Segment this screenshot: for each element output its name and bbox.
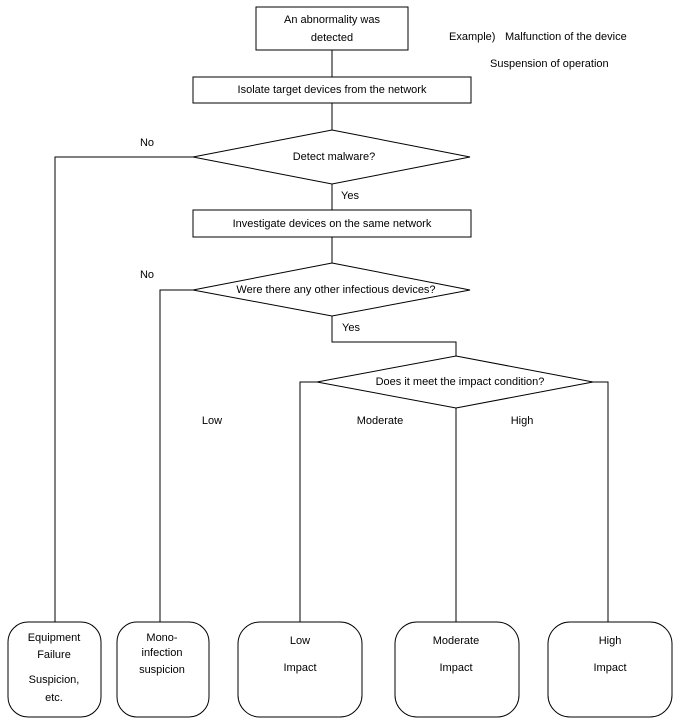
example-item-malfunction: Malfunction of the device	[505, 31, 627, 43]
outcome-high-box	[547, 621, 673, 718]
outcome-equipment-line1: Equipment	[28, 632, 81, 644]
outcome-equipment-line3: Suspicion,	[29, 674, 80, 686]
investigate-box	[192, 209, 472, 238]
outcome-equipment-line4: etc.	[45, 692, 63, 704]
investigate-node: Investigate devices on the same network	[192, 209, 472, 238]
start-text-line2: detected	[311, 32, 353, 44]
connector-impact-high	[593, 381, 609, 622]
start-node: An abnormality was detected	[255, 6, 409, 51]
isolate-box	[192, 76, 472, 104]
edge-label-impact-moderate: Moderate	[357, 415, 403, 427]
edge-labels: No Yes No Yes Low Moderate High	[140, 137, 533, 427]
other-infections-text: Were there any other infectious devices?	[236, 284, 435, 296]
connector-impact-low	[299, 381, 317, 622]
example-item-suspension: Suspension of operation	[490, 58, 609, 70]
outcome-mono-line3: suspicion	[139, 664, 185, 676]
connectors	[54, 50, 609, 622]
detect-malware-text: Detect malware?	[293, 151, 376, 163]
connector-others-no-to-mono	[159, 289, 193, 622]
outcome-equipment-failure: Equipment Failure Suspicion, etc.	[7, 621, 102, 718]
outcome-mono-line2: infection	[142, 647, 183, 659]
impact-condition-text: Does it meet the impact condition?	[376, 376, 545, 388]
outcome-moderate-impact: Moderate Impact	[394, 621, 520, 718]
outcome-low-line1: Low	[290, 635, 310, 647]
impact-condition-decision: Does it meet the impact condition?	[316, 355, 594, 409]
edge-label-others-no: No	[140, 269, 154, 281]
outcome-mono-infection: Mono- infection suspicion	[116, 621, 210, 718]
example-label: Example)	[449, 31, 495, 43]
outcome-low-box	[237, 621, 363, 718]
outcome-high-impact: High Impact	[547, 621, 673, 718]
isolate-text: Isolate target devices from the network	[238, 84, 427, 96]
edge-label-malware-yes: Yes	[341, 190, 359, 202]
outcome-high-line1: High	[599, 635, 622, 647]
edge-label-others-yes: Yes	[342, 322, 360, 334]
outcome-low-line2: Impact	[283, 662, 316, 674]
investigate-text: Investigate devices on the same network	[233, 218, 432, 230]
outcome-mono-box	[116, 621, 210, 718]
edge-label-impact-low: Low	[202, 415, 222, 427]
outcome-moderate-box	[394, 621, 520, 718]
connector-malware-no-to-equipment	[54, 156, 193, 622]
start-box	[255, 6, 409, 51]
outcome-high-line2: Impact	[593, 662, 626, 674]
start-text-line1: An abnormality was	[284, 14, 380, 26]
isolate-node: Isolate target devices from the network	[192, 76, 472, 104]
impact-condition-diamond	[316, 355, 594, 409]
outcome-moderate-line1: Moderate	[433, 635, 479, 647]
other-infections-decision: Were there any other infectious devices?	[192, 262, 471, 317]
example-note: Example) Malfunction of the device Suspe…	[449, 31, 627, 70]
edge-label-malware-no: No	[140, 137, 154, 149]
detect-malware-decision: Detect malware?	[192, 129, 471, 185]
outcome-moderate-line2: Impact	[439, 662, 472, 674]
outcome-equipment-line2: Failure	[37, 649, 71, 661]
outcome-equipment-box	[7, 621, 102, 718]
detect-malware-diamond	[192, 129, 471, 185]
edge-label-impact-high: High	[511, 415, 534, 427]
other-infections-diamond	[192, 262, 471, 317]
outcome-mono-line1: Mono-	[146, 632, 178, 644]
outcome-low-impact: Low Impact	[237, 621, 363, 718]
connector-others-yes-to-impact	[331, 316, 457, 356]
